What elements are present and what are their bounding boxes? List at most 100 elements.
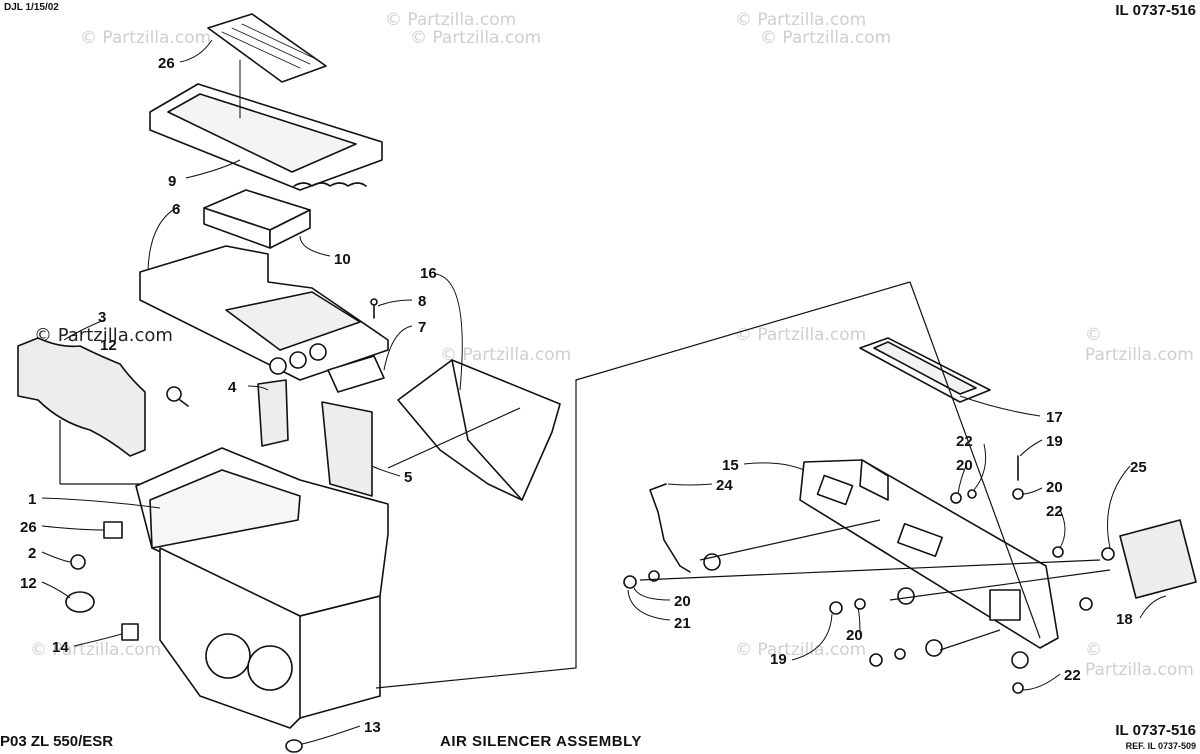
part-20-washer — [648, 570, 660, 582]
callout-24: 25 — [1130, 459, 1147, 476]
leader-3 — [63, 319, 105, 341]
leader-17 — [959, 395, 1041, 417]
callout-17: 17 — [1046, 409, 1063, 426]
leader-7 — [383, 325, 413, 371]
watermark: © Partzilla.com — [440, 345, 572, 365]
callout-19: 19 — [1046, 433, 1063, 450]
bracket — [925, 639, 943, 657]
drawing-date-code: DJL 1/15/02 — [4, 2, 59, 13]
callout-20d: 20 — [846, 627, 863, 644]
part-20-washer — [1101, 547, 1115, 561]
part-20-washer — [950, 492, 962, 504]
callout-22: 22 — [956, 433, 973, 450]
callout-12-top: 12 — [100, 337, 117, 354]
part-19-bolt — [829, 601, 843, 615]
connector-line — [375, 281, 911, 689]
callout-2: 2 — [28, 545, 36, 562]
callout-22b: 22 — [1046, 503, 1063, 520]
part-22-nut — [967, 489, 977, 499]
part-20-washer — [854, 598, 866, 610]
watermark-prominent: © Partzilla.com — [34, 325, 173, 346]
callout-4: 4 — [228, 379, 237, 396]
part-10-filter — [203, 189, 311, 249]
illustration-number-top: IL 0737-516 — [1115, 2, 1196, 19]
callout-25: 26 — [158, 55, 175, 72]
connector-line — [639, 559, 1101, 581]
part-8-screw — [370, 298, 378, 319]
part-19-bolt — [869, 653, 883, 667]
connector-line — [387, 407, 521, 469]
watermark: © Partzilla.com — [1085, 640, 1194, 680]
callout-13: 13 — [364, 719, 381, 736]
part-20-washer — [894, 648, 906, 660]
watermark: © Partzilla.com — [735, 640, 867, 660]
leader-20d — [857, 607, 861, 635]
leader-22c — [1021, 673, 1061, 691]
leader-2 — [41, 551, 71, 563]
leader-19 — [1019, 439, 1043, 457]
leader-5 — [371, 465, 401, 477]
watermark: © Partzilla.com — [410, 28, 542, 48]
leader-10 — [299, 235, 331, 257]
connector-line — [939, 629, 1001, 651]
bracket — [897, 587, 915, 605]
part-17-gasket — [859, 337, 991, 403]
part-12-fastener — [166, 386, 189, 407]
leader-18 — [1139, 595, 1167, 619]
leader-19b — [791, 613, 833, 661]
watermark: © Partzilla.com — [735, 325, 867, 345]
watermark: © Partzilla.com — [385, 10, 517, 30]
leader-14 — [73, 633, 123, 647]
part-13-plug — [285, 739, 303, 753]
leader-1 — [41, 497, 161, 509]
callout-21: 21 — [674, 615, 691, 632]
watermark: © Partzilla.com — [30, 640, 162, 660]
connector-line — [699, 519, 881, 561]
part-6-box-top — [139, 245, 389, 381]
callout-15: 16 — [420, 265, 437, 282]
leader-12 — [41, 581, 71, 599]
callout-8: 8 — [418, 293, 426, 310]
watermark: © Partzilla.com — [735, 10, 867, 30]
leader-6 — [147, 205, 181, 271]
callout-16: 15 — [722, 457, 739, 474]
connector-line — [909, 281, 1041, 639]
callout-1: 1 — [28, 491, 36, 508]
part-21-bolt — [623, 575, 637, 589]
illustration-number-bottom: IL 0737-516 — [1115, 722, 1196, 739]
leader-22 — [973, 443, 987, 491]
callout-23: 24 — [716, 477, 733, 494]
leader-20 — [957, 465, 967, 495]
reference-number: REF. IL 0737-509 — [1125, 741, 1196, 751]
model-label: P03 ZL 550/ESR — [0, 733, 114, 750]
leader-16 — [743, 462, 805, 471]
callout-20b: 20 — [1046, 479, 1063, 496]
part-7-foam — [327, 355, 385, 393]
leader-4 — [247, 385, 269, 391]
part-14-clip — [121, 623, 139, 641]
part-4-foam — [257, 379, 289, 447]
part-15-duct — [397, 359, 561, 501]
callout-10: 10 — [334, 251, 351, 268]
part-9-cover — [149, 59, 383, 191]
leader-9 — [185, 159, 241, 179]
leader-25 — [179, 39, 213, 63]
leader-23 — [667, 483, 713, 486]
part-22-nut — [1052, 546, 1064, 558]
callout-7: 7 — [418, 319, 426, 336]
callout-labels: 26 9 10 6 8 7 16 3 12 4 5 1 26 2 12 14 1… — [20, 55, 1147, 736]
part-25-decal — [207, 13, 327, 83]
part-20-washer — [1012, 488, 1024, 500]
part-23-rod — [649, 483, 691, 573]
part-16-silencer — [799, 459, 1059, 649]
leader-20b — [1021, 487, 1043, 495]
callout-6: 6 — [172, 201, 180, 218]
part-12-clamp — [65, 591, 95, 613]
watermark: © Partzilla.com — [760, 28, 892, 48]
callout-26: 26 — [20, 519, 37, 536]
watermark: © Partzilla.com — [80, 28, 212, 48]
callout-3: 3 — [98, 309, 106, 326]
watermark: © Partzilla.com — [1085, 325, 1194, 365]
connector-line — [889, 569, 1111, 601]
